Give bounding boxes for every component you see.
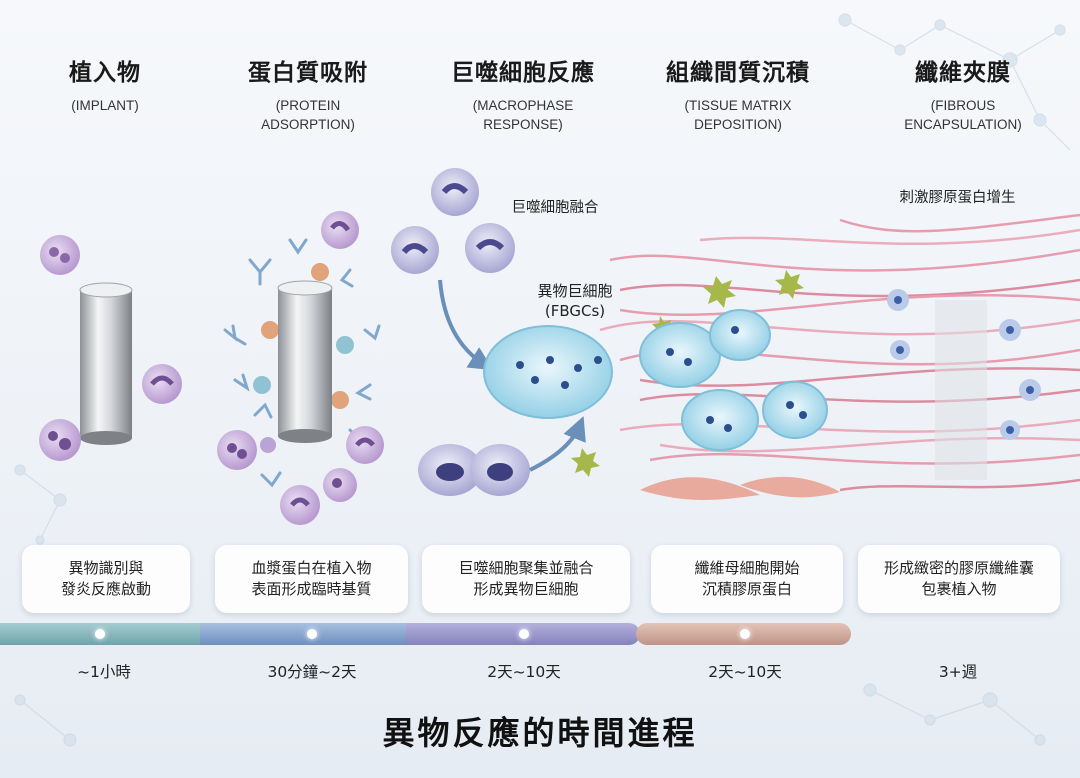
protein-blobs xyxy=(253,263,354,453)
time-label-4: 2天~10天 xyxy=(708,663,782,681)
spindle-fibroblasts xyxy=(640,476,840,500)
description-card-5: 形成緻密的膠原纖維囊 包裹植入物 xyxy=(858,545,1060,613)
stage-title: 組織間質沉積 xyxy=(666,60,810,86)
implant-silhouette-5 xyxy=(935,300,987,480)
collagen-label: 刺激膠原蛋白增生 xyxy=(899,190,1016,206)
stage-subtitle: (TISSUE MATRIX DEPOSITION) xyxy=(684,98,792,132)
fusion-label: 巨噬細胞融合 xyxy=(511,200,599,216)
time-label-2: 30分鐘~2天 xyxy=(267,663,357,681)
fibroblast-stars xyxy=(571,270,804,477)
time-label-5: 3+週 xyxy=(938,663,978,681)
timeline-marker xyxy=(519,629,529,639)
antibody-proteins xyxy=(223,238,381,488)
stage-title: 蛋白質吸附 xyxy=(248,60,368,86)
stage-protein-adsorption: 蛋白質吸附 (PROTEIN ADSORPTION) xyxy=(218,58,398,134)
implant-cylinder-1 xyxy=(79,282,133,445)
stage-title: 巨噬細胞反應 xyxy=(451,60,595,86)
stage-subtitle: (PROTEIN ADSORPTION) xyxy=(261,98,355,132)
diagram-title: 異物反應的時間進程 xyxy=(382,714,698,752)
stage-macrophage-response: 巨噬細胞反應 (MACROPHASE RESPONSE) xyxy=(428,58,618,134)
time-label-3: 2天~10天 xyxy=(487,663,561,681)
stage-subtitle: (MACROPHASE RESPONSE) xyxy=(472,98,574,132)
stage-implant: 植入物 (IMPLANT) xyxy=(30,58,180,115)
stage-title: 纖維夾膜 xyxy=(915,60,1011,86)
neutrophil-cells-1 xyxy=(39,235,182,461)
fusion-arrow-up-icon xyxy=(529,416,586,472)
stage-subtitle: (FIBROUS ENCAPSULATION) xyxy=(904,98,1022,132)
fbgc-label: 異物巨細胞 (FBGCs) xyxy=(537,282,613,320)
description-card-2: 血漿蛋白在植入物 表面形成臨時基質 xyxy=(215,545,408,613)
implant-cylinder-2 xyxy=(277,280,333,443)
description-card-3: 巨噬細胞聚集並融合 形成異物巨細胞 xyxy=(422,545,630,613)
stage-subtitle: (IMPLANT) xyxy=(71,98,139,113)
blue-cell-nuclei xyxy=(894,296,1034,434)
description-card-1: 異物識別與 發炎反應啟動 xyxy=(22,545,190,613)
molecule-network-decoration xyxy=(14,13,1071,747)
neutrophil-cells-2 xyxy=(217,211,384,525)
timeline-segment-2 xyxy=(200,623,406,645)
description-card-4: 纖維母細胞開始 沉積膠原蛋白 xyxy=(651,545,843,613)
timeline-marker xyxy=(740,629,750,639)
fusion-arrow-icon xyxy=(438,279,494,371)
stage-title: 植入物 xyxy=(69,60,141,86)
giant-cell xyxy=(483,325,613,419)
timeline-marker xyxy=(307,629,317,639)
stage-tissue-matrix: 組織間質沉積 (TISSUE MATRIX DEPOSITION) xyxy=(643,58,833,134)
macrophage-cells xyxy=(391,168,530,496)
time-label-1: ~1小時 xyxy=(77,663,131,681)
blue-cells-stage4 xyxy=(639,309,828,451)
timeline-marker xyxy=(95,629,105,639)
stage-fibrous-encapsulation: 纖維夾膜 (FIBROUS ENCAPSULATION) xyxy=(868,58,1058,134)
